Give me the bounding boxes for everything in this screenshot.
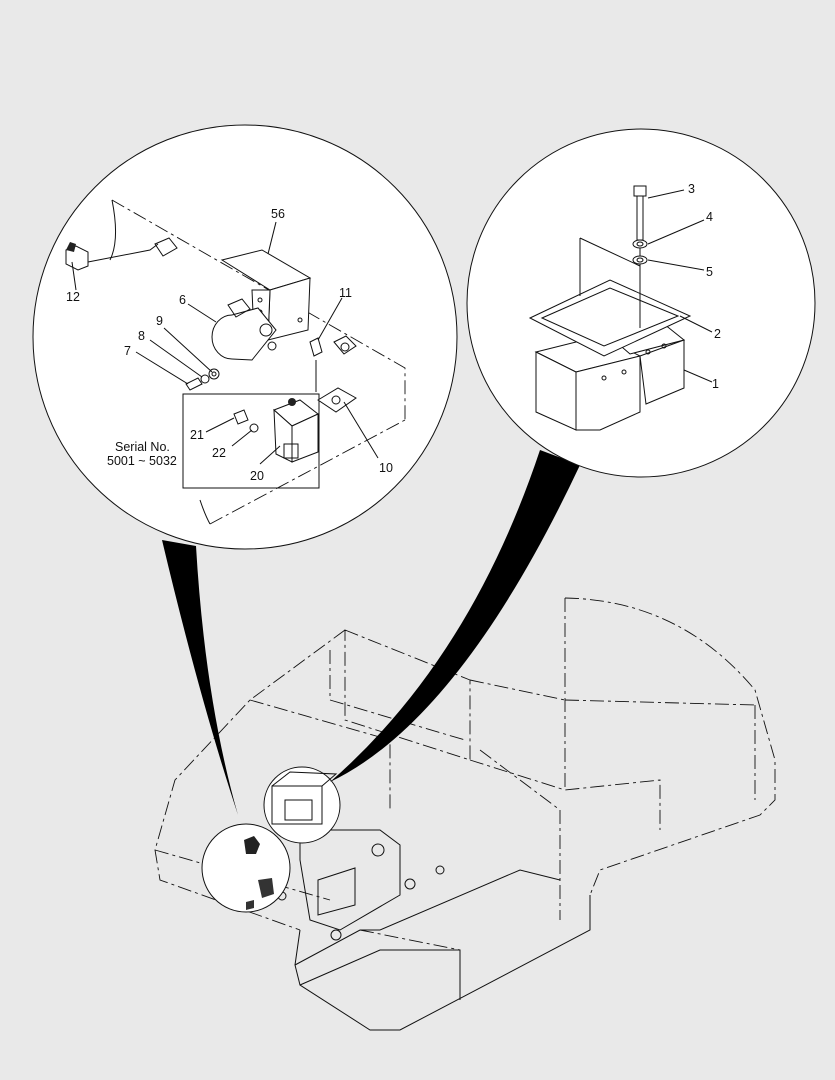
- callout-9: 9: [156, 314, 163, 328]
- callout-8: 8: [138, 329, 145, 343]
- callout-22: 22: [212, 446, 226, 460]
- callout-7: 7: [124, 344, 131, 358]
- callout-10: 10: [379, 461, 393, 475]
- callout-56: 56: [271, 207, 285, 221]
- right-detail-view: [466, 128, 816, 478]
- callout-12: 12: [66, 290, 80, 304]
- serial-label: Serial No.: [115, 440, 170, 454]
- callout-5: 5: [706, 265, 713, 279]
- callout-4: 4: [706, 210, 713, 224]
- right-callout-pointer: [330, 450, 580, 782]
- machine-frame: [154, 597, 776, 1031]
- callout-21: 21: [190, 428, 204, 442]
- serial-range: 5001 ~ 5032: [107, 454, 177, 468]
- left-detail-view: [32, 124, 458, 550]
- callout-3: 3: [688, 182, 695, 196]
- callout-20: 20: [250, 469, 264, 483]
- callout-1: 1: [712, 377, 719, 391]
- callout-11: 11: [339, 286, 352, 300]
- callout-6: 6: [179, 293, 186, 307]
- callout-2: 2: [714, 327, 721, 341]
- left-callout-pointer: [162, 540, 238, 815]
